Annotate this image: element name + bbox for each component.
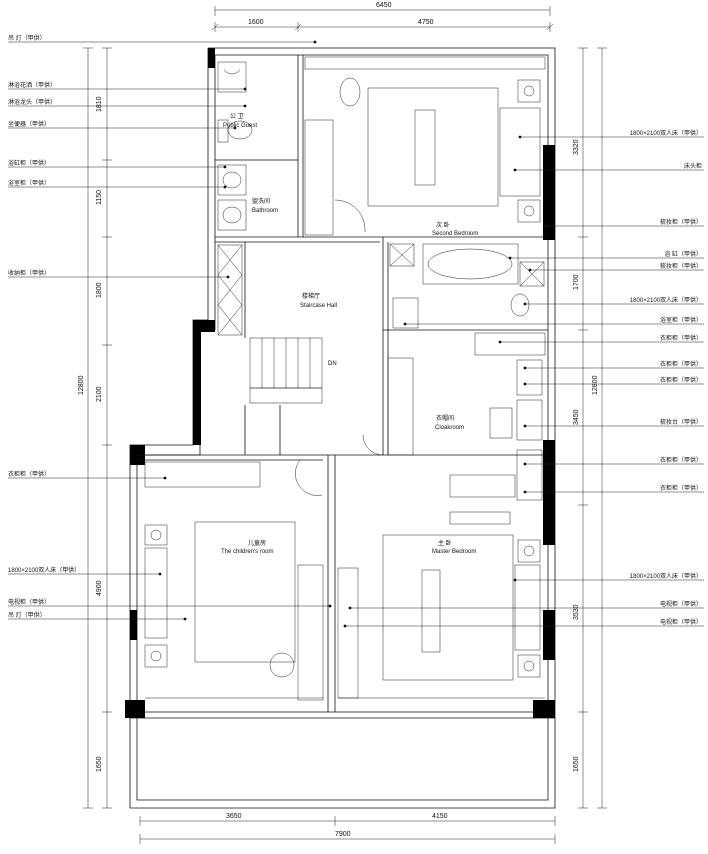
right-leader-dot (523, 424, 527, 428)
right-annotation-label: 电视柜（甲供） (660, 618, 702, 626)
room-wash-cn: 盥洗间 (252, 197, 270, 205)
right-leader-dot (513, 168, 517, 172)
right-annotation-label: 1800×2100双人床（甲供） (630, 572, 702, 580)
dim-right-5: 1650 (573, 756, 580, 772)
left-annotation-label: 吊 灯（甲供） (8, 34, 46, 42)
room-second-cn: 次 卧 (436, 221, 450, 229)
right-annotation-label: 梳妆柜（甲供） (660, 262, 702, 270)
dim-top-total: 6450 (376, 2, 392, 9)
right-annotation-label: 梳妆台（甲供） (660, 418, 702, 426)
dim-right-1: 3320 (573, 139, 580, 155)
right-annotation-label: 梳妆柜（甲供） (660, 218, 702, 226)
right-leader-dot (523, 302, 527, 306)
walls (125, 47, 556, 809)
left-leader-dot (243, 87, 247, 91)
right-annotation-label: 床头柜 (684, 162, 702, 170)
dim-bottom-left: 3650 (226, 813, 242, 820)
room-second-en: Second Bedroom (432, 231, 478, 237)
left-annotation-label: 浴室柜（甲供） (8, 179, 50, 187)
left-leader-dot (243, 104, 247, 108)
dim-left-2: 1150 (96, 190, 103, 205)
dim-left-4: 2100 (96, 386, 103, 402)
left-annotation-label: 吊 灯（甲供） (8, 611, 46, 619)
right-annotation-label: 浴室柜（甲供） (660, 316, 702, 324)
dim-left-6: 1650 (96, 756, 103, 772)
dim-left-outer: 12800 (78, 375, 85, 395)
right-leader-dot (348, 606, 352, 610)
left-leader-dot (223, 185, 227, 189)
room-master-en: Master Bedroom (432, 549, 476, 555)
left-leader-dot (233, 126, 237, 130)
bottom-dimensions: 3650 4150 7900 (139, 813, 556, 844)
left-leader-dot (158, 572, 162, 576)
left-annotation-label: 淋浴花洒（甲供） (8, 81, 56, 89)
room-cloak-en: Cloakroom (435, 425, 464, 431)
left-leader-dot (328, 604, 332, 608)
right-annotation-label: 衣柜柜（甲供） (660, 456, 702, 464)
left-annotation-label: 坐便器（甲供） (8, 120, 50, 128)
right-leader-dot (523, 462, 527, 466)
left-dimensions: 12800 1810 1150 1800 2100 4900 1650 (78, 47, 112, 809)
dim-left-1: 1810 (96, 96, 103, 112)
dim-left-3: 1800 (96, 282, 103, 298)
left-annotations: 吊 灯（甲供） 淋浴花洒（甲供） 淋浴龙头（甲供） 坐便器（甲供） 浴缸柜（甲供） 浴室柜… (8, 34, 332, 621)
room-master-cn: 主 卧 (438, 539, 452, 547)
room-public-wc-en: Public Guest (223, 123, 257, 129)
left-leader-dot (163, 476, 167, 480)
right-leader-dot (498, 340, 502, 344)
room-public-wc-cn: 公 卫 (230, 113, 244, 120)
left-annotation-label: 衣柜柜（甲供） (8, 470, 50, 478)
right-annotation-label: 1800×2100双人床（甲供） (630, 296, 702, 304)
room-cloak-cn: 衣帽间 (436, 414, 454, 422)
stair-direction-label: DN (328, 361, 337, 367)
right-annotation-label: 1800×2100双人床（甲供） (630, 129, 702, 137)
dim-top-right: 4750 (418, 19, 434, 26)
left-annotation-label: 1800×2100双人床（甲供） (8, 566, 80, 574)
left-leader-dot (183, 617, 187, 621)
dim-top-left: 1600 (248, 19, 264, 26)
right-leader-dot (343, 624, 347, 628)
right-leader-dot (523, 382, 527, 386)
top-dimensions: 6450 1600 4750 (211, 2, 554, 32)
right-annotation-label: 衣柜柜（甲供） (660, 484, 702, 492)
dim-right-3: 3450 (573, 409, 580, 425)
dim-bottom-total: 7900 (335, 831, 351, 838)
right-leader-dot (508, 256, 512, 260)
room-hall-cn: 楼梯厅 (302, 292, 320, 300)
dim-bottom-right: 4150 (432, 813, 448, 820)
right-leader-dot (518, 135, 522, 139)
left-leader-dot (223, 165, 227, 169)
right-leader-dot (523, 366, 527, 370)
left-leader-dot (226, 275, 230, 279)
left-annotation-label: 淋浴龙头（甲供） (8, 98, 56, 106)
fixtures: DN (144, 56, 546, 701)
left-annotation-label: 电视柜（甲供） (8, 598, 50, 606)
left-annotation-label: 浴缸柜（甲供） (8, 159, 50, 167)
left-annotation-label: 收纳柜（甲供） (8, 269, 50, 277)
right-annotation-label: 衣柜柜（甲供） (660, 360, 702, 368)
dim-left-5: 4900 (96, 580, 103, 596)
right-leader-dot (543, 224, 547, 228)
room-labels: 公 卫 Public Guest 盥洗间 Bathroom 楼梯厅 Stairc… (221, 113, 478, 555)
right-leader-dot (403, 322, 407, 326)
room-child-cn: 儿童房 (248, 539, 266, 547)
room-wash-en: Bathroom (252, 208, 278, 214)
right-annotation-label: 衣柜柜（甲供） (660, 334, 702, 342)
right-leader-dot (528, 268, 532, 272)
right-annotation-label: 衣柜柜（甲供） (660, 376, 702, 384)
right-annotation-label: 浴 缸（甲供） (664, 250, 702, 258)
dim-right-2: 1700 (573, 274, 580, 290)
right-leader-dot (523, 490, 527, 494)
right-dimensions: 3320 1700 3450 3530 1650 12800 (573, 47, 607, 809)
right-annotation-label: 电视柜（甲供） (660, 600, 702, 608)
dim-right-4: 3530 (573, 604, 580, 620)
right-leader-dot (513, 578, 517, 582)
room-hall-en: Staircase Hall (300, 303, 337, 309)
left-leader-dot (313, 40, 317, 44)
room-child-en: The children's room (221, 549, 274, 555)
dim-right-outer: 12800 (592, 375, 599, 395)
